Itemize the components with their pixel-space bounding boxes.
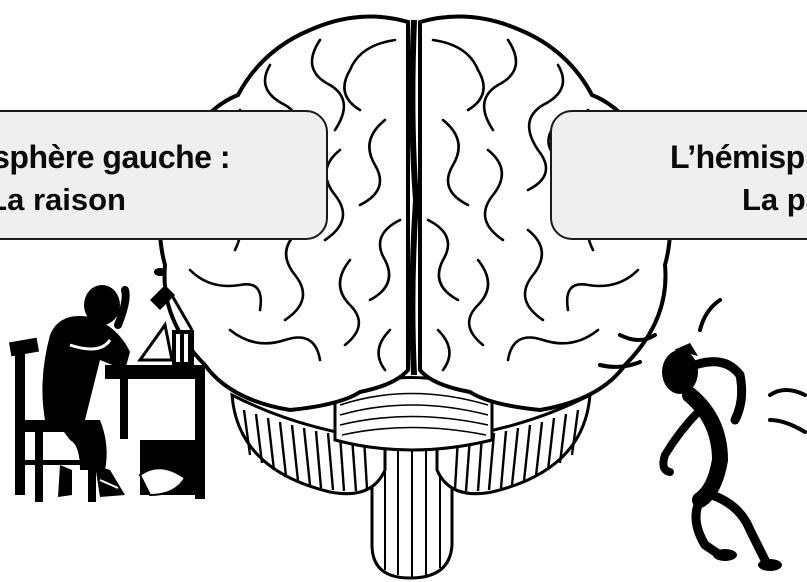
left-hemisphere-title: hémisphère gauche : [0, 139, 230, 176]
passionate-person-icon [600, 300, 805, 571]
left-hemisphere-subtitle: La raison [0, 182, 126, 218]
right-hemisphere-title: L’hémisphère droit : [670, 139, 807, 176]
longitudinal-fissure [412, 20, 416, 375]
right-hemisphere-label: L’hémisphère droit : La passion [550, 110, 807, 240]
studying-person-icon [9, 268, 205, 502]
right-hemisphere-subtitle: La passion [742, 182, 807, 218]
left-hemisphere-label: hémisphère gauche : La raison [0, 110, 328, 240]
